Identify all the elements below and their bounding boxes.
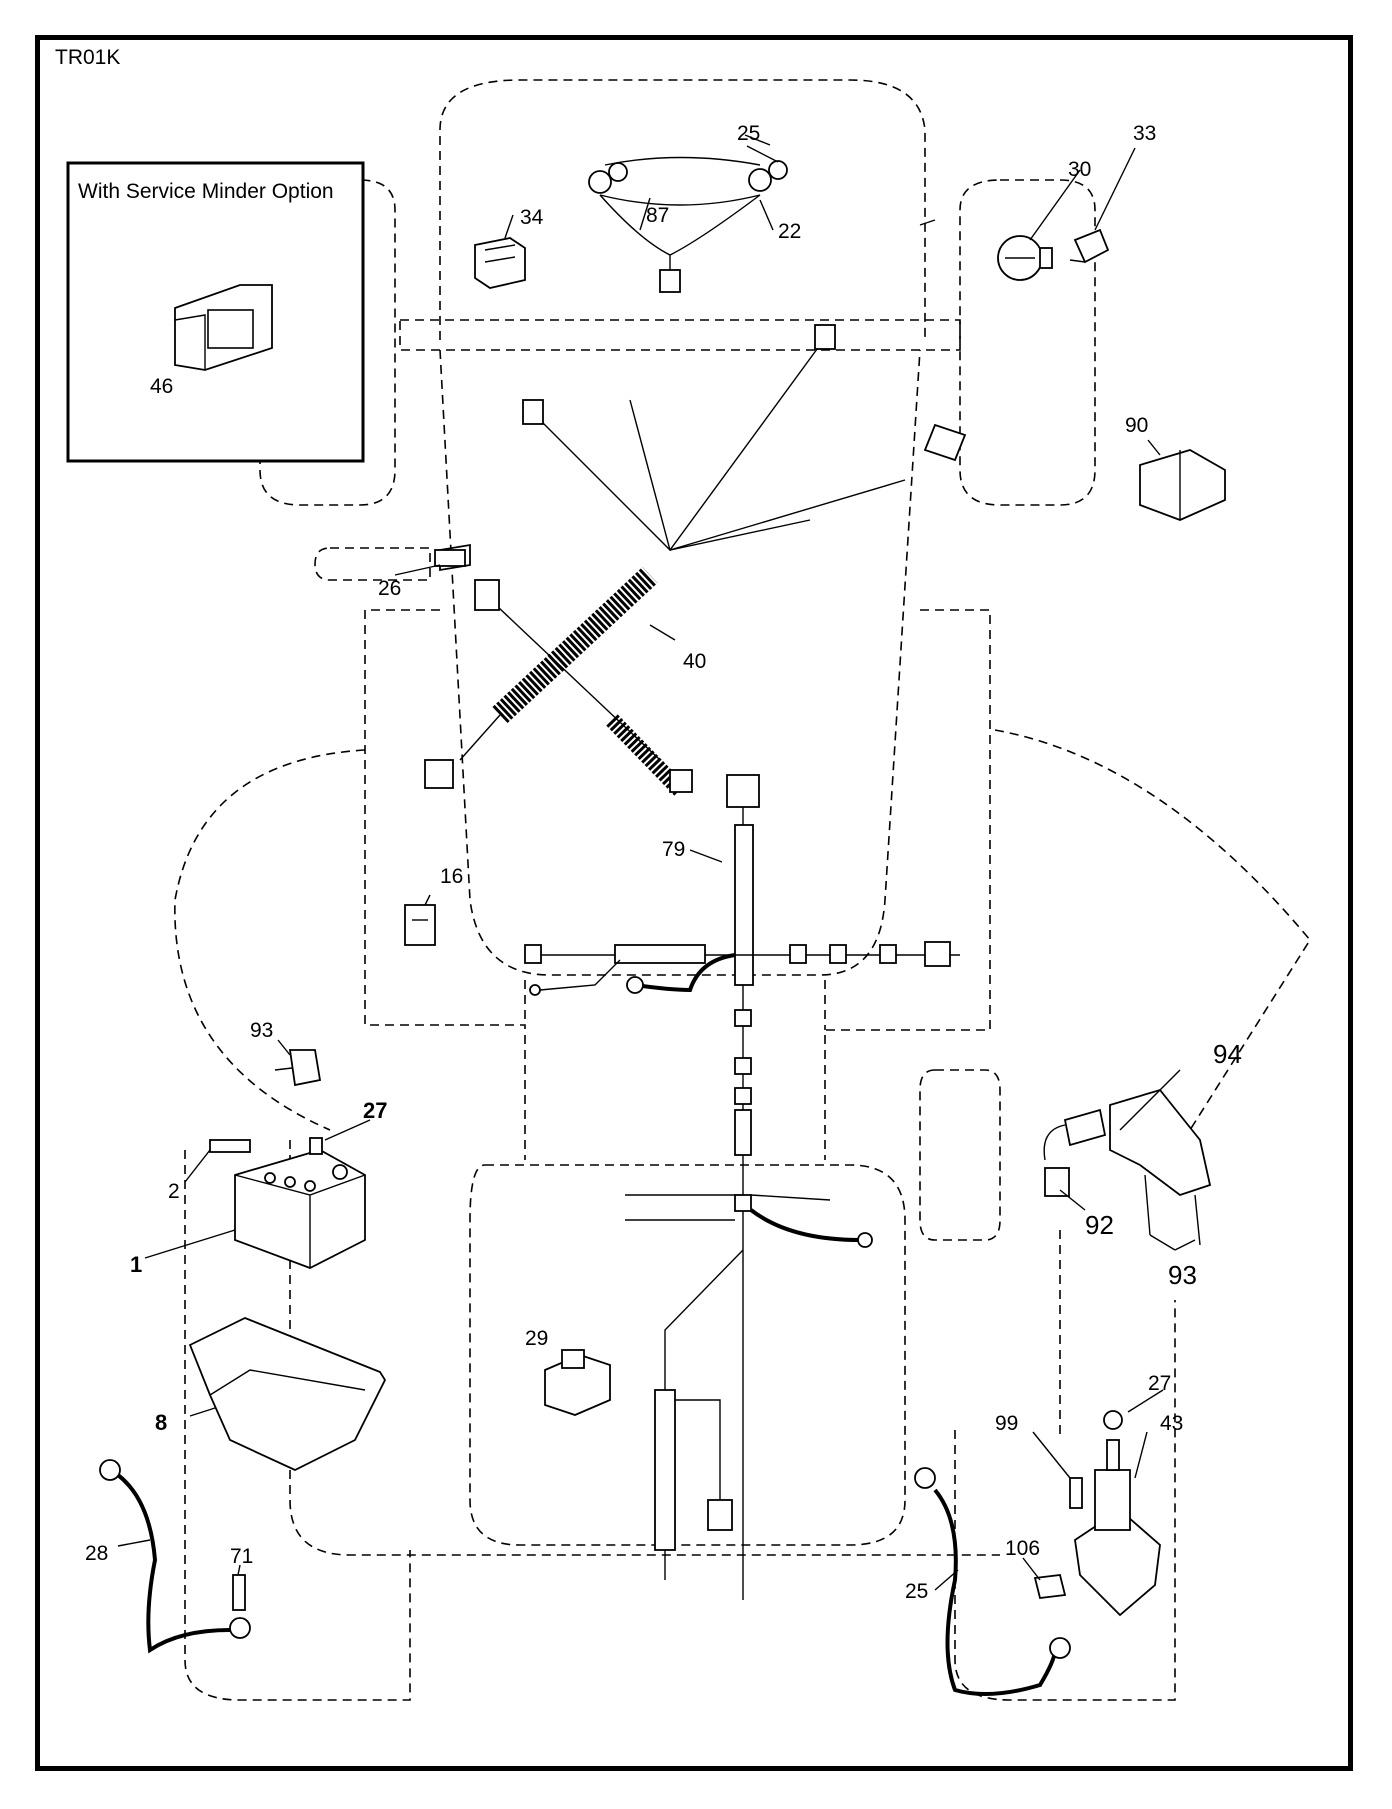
bolts-93: [1144, 1174, 1201, 1246]
callout-90: 93: [250, 1019, 273, 1042]
nut-27: [309, 1137, 323, 1155]
callout-34: 34: [520, 206, 544, 229]
callout-8: 8: [155, 1410, 167, 1435]
callout-93: 93: [1168, 1260, 1197, 1290]
service-minder-module: [174, 284, 273, 371]
battery-tray-8: [188, 1317, 387, 1471]
callout-29: 29: [525, 1327, 548, 1350]
headlight-harness: [588, 134, 788, 293]
callout-22: 25: [737, 122, 760, 145]
part-94: [1063, 1088, 1212, 1197]
callout-27a: 27: [363, 1098, 387, 1123]
callout-99: 99: [995, 1412, 1018, 1435]
callout-71: 79: [662, 838, 685, 861]
callout-94: 94: [1213, 1039, 1242, 1069]
relay-87: [1139, 449, 1226, 521]
battery-cable-25: [914, 1467, 1071, 1696]
drawing-frame: [35, 35, 1353, 1771]
callout-2: 2: [168, 1180, 180, 1203]
inset-title: With Service Minder Option: [78, 180, 334, 203]
callout-87: 90: [1125, 414, 1148, 437]
bolt-2: [209, 1139, 251, 1153]
callout-28: 28: [85, 1542, 108, 1565]
callout-33: 33: [1133, 122, 1156, 145]
callout-79: 87: [646, 204, 669, 227]
ignition-switch-30: [997, 235, 1053, 281]
part-16: [404, 904, 436, 946]
leader-lines: [117, 145, 1196, 1591]
callout-21: 22: [778, 220, 801, 243]
battery-1: [234, 1149, 366, 1269]
part-29: [544, 1349, 611, 1416]
bolt-55: [232, 1574, 246, 1611]
callout-labels: 25 22 87 34 30 33 90 46 26 40 79 16 93 2…: [85, 122, 1242, 1603]
callout-43: 43: [1160, 1412, 1183, 1435]
chassis-outline: [174, 79, 1311, 1701]
part-26: [394, 549, 466, 576]
bolt-99: [1069, 1477, 1083, 1509]
callout-106: 106: [1005, 1537, 1040, 1560]
callout-1: 1: [130, 1252, 142, 1277]
callout-25: 25: [905, 1580, 928, 1603]
callout-26: 26: [378, 577, 401, 600]
callout-27b: 27: [1148, 1372, 1171, 1395]
callout-46: 46: [150, 375, 173, 398]
callout-55: 71: [230, 1545, 253, 1568]
ignition-key-33: [1069, 228, 1110, 264]
callout-92: 92: [1085, 1210, 1114, 1240]
main-harness-40: [424, 324, 967, 796]
part-90: [274, 1049, 322, 1087]
diagram-code: TR01K: [55, 46, 120, 69]
battery-cable-28: [99, 1459, 251, 1654]
part-106: [1033, 1574, 1067, 1599]
part-92: [1043, 1124, 1070, 1197]
callout-30: 30: [1068, 158, 1091, 181]
switch-34: [474, 237, 526, 289]
harness-71: [524, 774, 960, 1600]
service-minder-inset: With Service Minder Option: [66, 161, 365, 463]
callout-16: 16: [440, 865, 463, 888]
solenoid-43: [1074, 1439, 1161, 1617]
callout-40: 40: [683, 650, 706, 673]
nut-27b: [1103, 1410, 1123, 1430]
